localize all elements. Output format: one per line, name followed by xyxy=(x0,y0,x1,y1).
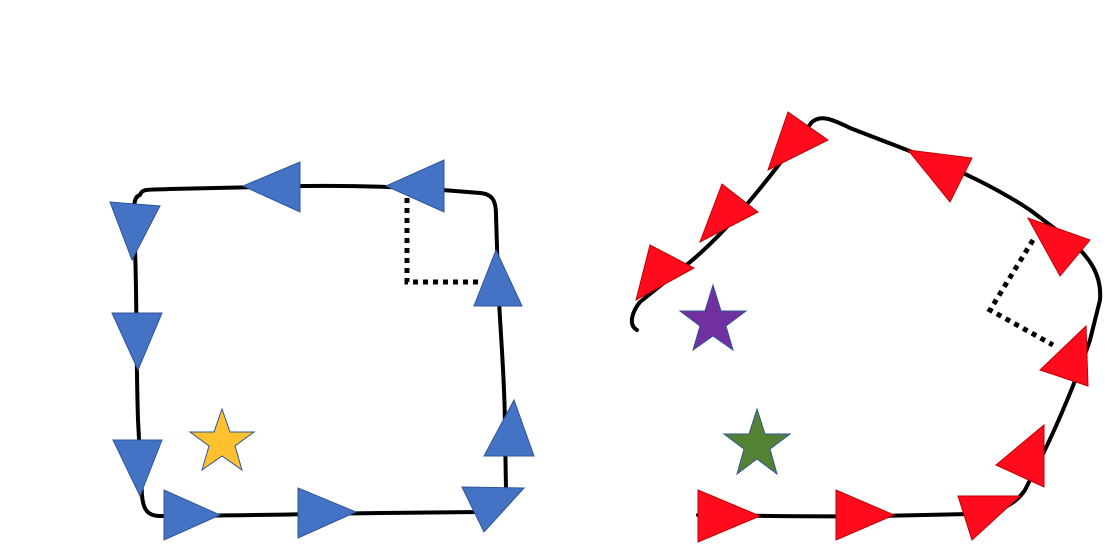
red-arrow xyxy=(635,244,696,301)
left-loop xyxy=(109,159,535,541)
blue-arrow xyxy=(297,487,358,539)
star-icon xyxy=(722,407,792,476)
blue-arrow xyxy=(112,439,163,498)
red-arrow xyxy=(957,495,1022,541)
blue-arrow xyxy=(384,159,445,213)
blue-arrow xyxy=(109,201,161,262)
blue-arrow xyxy=(111,312,163,372)
left-loop-path xyxy=(132,183,508,518)
right-loop xyxy=(629,111,1103,543)
blue-arrow xyxy=(473,248,523,307)
star-icon xyxy=(678,283,748,352)
red-arrow xyxy=(699,183,759,244)
red-arrow xyxy=(835,489,896,541)
red-arrow xyxy=(767,111,829,171)
red-arrow xyxy=(1026,217,1091,277)
red-arrow xyxy=(1039,324,1089,387)
blue-arrow xyxy=(163,489,222,541)
right-right-angle-marker xyxy=(986,238,1055,348)
star-icon xyxy=(188,407,256,472)
left-right-angle-marker xyxy=(404,198,478,285)
red-arrow xyxy=(906,149,973,203)
red-arrow xyxy=(697,489,762,543)
blue-arrow xyxy=(483,398,535,457)
blue-arrow xyxy=(461,486,526,533)
red-arrow xyxy=(995,423,1045,488)
blue-arrow xyxy=(241,161,301,213)
